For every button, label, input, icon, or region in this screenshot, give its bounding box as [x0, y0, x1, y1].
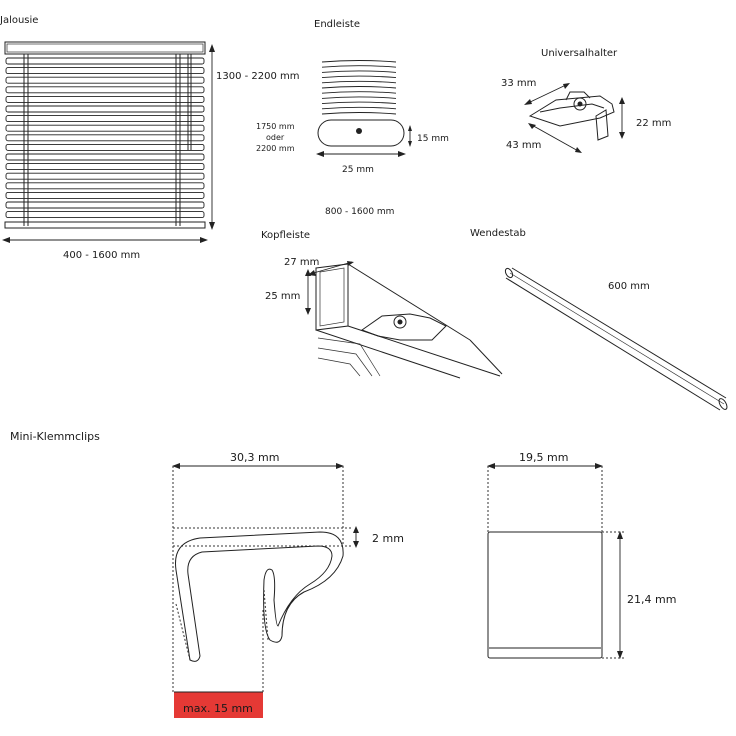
- wendestab-rod: [511, 267, 727, 399]
- jalousie-height-label: 1300 - 2200 mm: [216, 71, 300, 82]
- halter-screw: [573, 97, 587, 111]
- endleiste-hole: [356, 128, 362, 134]
- clip-thickness-label: 2 mm: [372, 532, 404, 545]
- kopfleiste-endcap: [315, 263, 349, 331]
- jalousie-bottomrail: [4, 221, 206, 229]
- jalousie-slat: [5, 211, 205, 219]
- klemmclips-drawing: Mini-Klemmclips 30,3 mm 2 mm max. 15 mm …: [10, 430, 676, 718]
- jalousie-slat: [5, 182, 205, 190]
- clip-max-label: max. 15 mm: [183, 702, 253, 715]
- endleiste-title: Endleiste: [314, 19, 360, 30]
- jalousie-headrail: [4, 41, 206, 55]
- jalousie-slat: [5, 143, 205, 151]
- kopfleiste-drawing: Kopfleiste 27 mm 25 mm: [261, 230, 503, 379]
- jalousie-slat: [5, 57, 205, 65]
- jalousie-slat: [5, 134, 205, 142]
- halter-22-label: 22 mm: [636, 118, 671, 129]
- endleiste-slat: [321, 86, 397, 89]
- jalousie-slat: [5, 115, 205, 123]
- kopfleiste-slats: [317, 337, 381, 377]
- jalousie-title: Jalousie: [0, 15, 38, 26]
- endleiste-slat: [321, 101, 397, 105]
- clip-max-highlight: [174, 692, 263, 718]
- endleiste-slat: [321, 106, 397, 110]
- endleiste-width-label: 25 mm: [342, 165, 374, 175]
- klemmclips-title: Mini-Klemmclips: [10, 430, 100, 443]
- jalousie-slat: [5, 105, 205, 113]
- jalousie-slat: [5, 191, 205, 199]
- kopf-27-label: 27 mm: [284, 257, 319, 268]
- universalhalter-drawing: Universalhalter 33 mm 43 mm 22 mm: [501, 48, 671, 153]
- jalousie-slat: [5, 86, 205, 94]
- wendestab-title: Wendestab: [470, 228, 526, 239]
- jalousie-slat: [5, 153, 205, 161]
- kopfleiste-title: Kopfleiste: [261, 230, 310, 241]
- jalousie-width-label: 400 - 1600 mm: [63, 250, 140, 261]
- endleiste-range-label: 800 - 1600 mm: [325, 207, 394, 217]
- clip-side-width-label: 19,5 mm: [519, 451, 568, 464]
- endleiste-slat: [321, 112, 397, 115]
- jalousie-slats: [5, 57, 205, 219]
- jalousie-slat: [5, 67, 205, 75]
- endleiste-oder: oder: [266, 133, 285, 142]
- jalousie-drawing: Jalousie 1300 - 2200 mm 400 - 1600 mm: [0, 15, 300, 261]
- endleiste-slat: [321, 70, 397, 73]
- halter-body: [528, 95, 615, 127]
- halter-33-label: 33 mm: [501, 78, 536, 89]
- kopf-25-label: 25 mm: [265, 291, 300, 302]
- jalousie-slat: [5, 76, 205, 84]
- halter-43-label: 43 mm: [506, 140, 541, 151]
- jalousie-slat: [5, 163, 205, 171]
- clip-side-view: [487, 531, 603, 659]
- endleiste-slats: [321, 60, 397, 115]
- jalousie-slat: [5, 201, 205, 209]
- jalousie-slat: [5, 172, 205, 180]
- jalousie-slat: [5, 124, 205, 132]
- endleiste-slat: [321, 96, 397, 99]
- universalhalter-title: Universalhalter: [541, 48, 618, 59]
- endleiste-slat: [321, 60, 397, 63]
- endleiste-profile: [317, 119, 405, 147]
- endleiste-length2: 2200 mm: [256, 144, 295, 153]
- halter-clip: [595, 109, 609, 141]
- clip-profile: [175, 531, 344, 662]
- clip-side-height-label: 21,4 mm: [627, 593, 676, 606]
- endleiste-slat: [321, 80, 397, 84]
- endleiste-length1: 1750 mm: [256, 122, 295, 131]
- wendestab-drawing: Wendestab 600 mm: [470, 228, 728, 411]
- endleiste-height-label: 15 mm: [417, 134, 449, 144]
- endleiste-slat: [321, 65, 397, 68]
- clip-width-label: 30,3 mm: [230, 451, 279, 464]
- kopfleiste-bracket: [360, 313, 447, 341]
- endleiste-slat: [321, 75, 397, 79]
- endleiste-slat: [321, 91, 397, 94]
- wendestab-length-label: 600 mm: [608, 281, 650, 292]
- endleiste-drawing: Endleiste 1750 mm oder 2200 mm 15 mm 25 …: [256, 19, 449, 217]
- jalousie-slat: [5, 95, 205, 103]
